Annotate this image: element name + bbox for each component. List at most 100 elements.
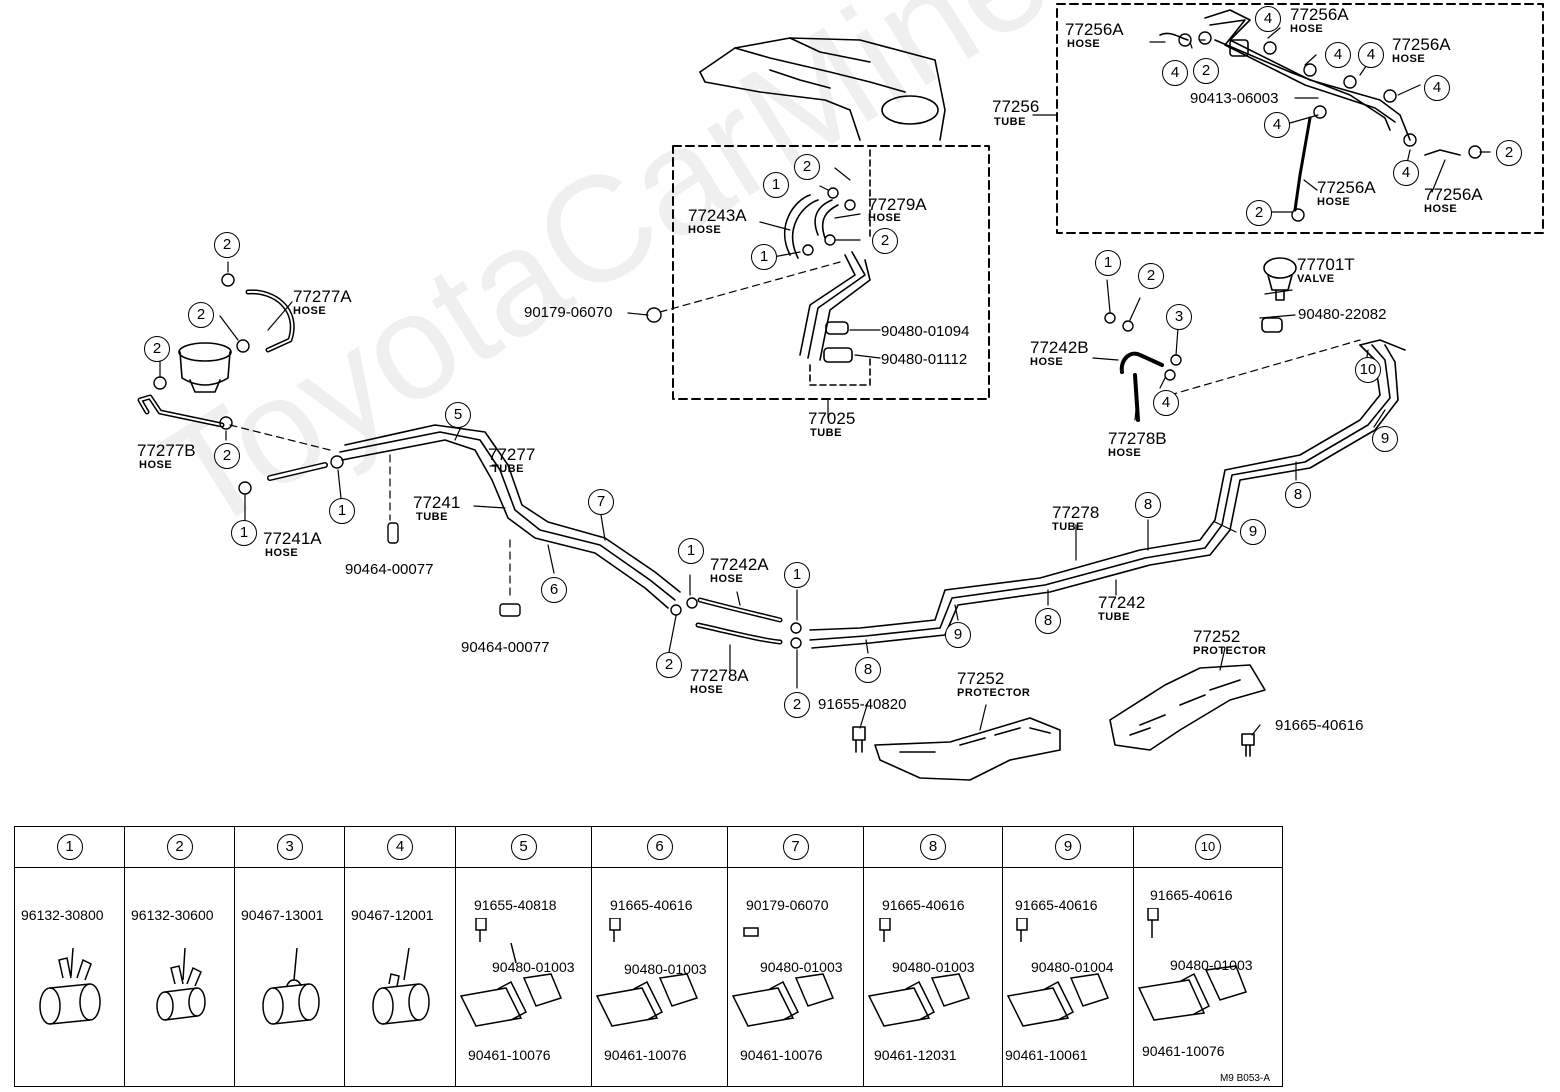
label-77277-type: TUBE <box>492 463 524 475</box>
callout-9: 9 <box>1240 519 1266 545</box>
callout-8: 8 <box>1035 608 1061 634</box>
callout-8: 8 <box>920 834 946 860</box>
label-90179-06070: 90179-06070 <box>524 304 613 321</box>
table-cell-9: 91665-40616 90480-01004 90461-10061 <box>1002 867 1134 1087</box>
hose-clamp-icon <box>262 948 320 1025</box>
label-77242B: 77242B <box>1030 338 1089 357</box>
tube-77025 <box>784 149 871 386</box>
clamp-bracket-icon <box>731 927 835 1027</box>
part-number: 96132-30800 <box>21 907 104 923</box>
label-77242A: 77242A <box>710 555 769 574</box>
label-77278B-type: HOSE <box>1108 447 1142 459</box>
callout-6: 6 <box>646 834 673 860</box>
label-91665-40616: 91665-40616 <box>1275 717 1364 734</box>
label-77252-type: PROTECTOR <box>957 687 1031 699</box>
part-number: 90480-01003 <box>624 961 707 977</box>
callout-2: 2 <box>1138 263 1164 289</box>
label-77242: 77242 <box>1098 593 1146 612</box>
label-90480-01094: 90480-01094 <box>881 323 970 340</box>
label-90464-00077: 90464-00077 <box>461 639 550 656</box>
drawing-code: M9 B053-A <box>1219 1073 1270 1084</box>
label-77278-type: TUBE <box>1052 521 1084 533</box>
bolts <box>852 726 1255 757</box>
label-77256A-type: HOSE <box>1317 196 1351 208</box>
charcoal-canister <box>178 342 232 393</box>
valve-77701T <box>1263 257 1297 301</box>
label-77256A: 77256A <box>1317 178 1376 197</box>
callout-10: 10 <box>1195 834 1221 860</box>
table-header-3: 3 <box>234 826 345 868</box>
callout-1: 1 <box>1095 250 1121 276</box>
callout-4: 4 <box>1255 6 1281 32</box>
label-77256A: 77256A <box>1065 20 1124 39</box>
callout-5: 5 <box>445 402 471 428</box>
label-77242A-type: HOSE <box>710 573 744 585</box>
callout-1: 1 <box>329 498 355 524</box>
part-number: 90461-10061 <box>1005 1047 1088 1063</box>
protector-77252-left <box>874 717 1061 781</box>
label-77277A: 77277A <box>293 287 352 306</box>
callout-1: 1 <box>751 244 777 270</box>
hose-clamp-icon <box>372 948 430 1025</box>
table-cell-7: 90179-06070 90480-01003 90461-10076 <box>727 867 864 1087</box>
callout-4: 4 <box>1264 112 1290 138</box>
table-cell-6: 91665-40616 90480-01003 90461-10076 <box>591 867 728 1087</box>
table-header-10: 10 <box>1133 826 1283 868</box>
callout-4: 4 <box>1325 42 1351 68</box>
label-77256A-type: HOSE <box>1392 53 1426 65</box>
table-header-5: 5 <box>455 826 592 868</box>
part-number: 91665-40616 <box>610 897 693 913</box>
hose-77278B <box>1133 373 1140 422</box>
clamp-bracket-icon <box>1006 918 1110 1027</box>
label-77277B-type: HOSE <box>139 459 173 471</box>
clamp-bracket-icon <box>459 918 563 1027</box>
callout-5: 5 <box>510 834 537 860</box>
callout-4: 4 <box>1153 390 1179 416</box>
callout-3: 3 <box>276 834 303 860</box>
part-number: 96132-30600 <box>131 907 214 923</box>
label-77252: 77252 <box>957 669 1005 688</box>
callout-2: 2 <box>872 228 898 254</box>
label-77243A: 77243A <box>688 206 747 225</box>
fuel-tank-outline <box>699 37 946 141</box>
callout-1: 1 <box>784 562 810 588</box>
clamp-bracket-icon <box>867 918 971 1027</box>
callout-3: 3 <box>1166 304 1192 330</box>
label-77256-type: TUBE <box>994 116 1026 128</box>
label-77256A-type: HOSE <box>1290 23 1324 35</box>
table-header-7: 7 <box>727 826 864 868</box>
protector-77252-right <box>1109 664 1266 751</box>
hose-clamp-icon <box>39 948 101 1025</box>
label-90480-01112: 90480-01112 <box>881 351 968 368</box>
callout-1: 1 <box>231 520 257 546</box>
label-77277: 77277 <box>488 445 536 464</box>
label-77256A: 77256A <box>1392 35 1451 54</box>
callout-8: 8 <box>855 657 881 683</box>
callout-1: 1 <box>56 834 83 860</box>
callout-4: 4 <box>1162 60 1188 86</box>
callout-2: 2 <box>214 232 240 258</box>
callout-6: 6 <box>541 577 567 603</box>
clamp-parts-table: 1 2 3 4 5 6 7 8 9 10 96132-30800 96132-3… <box>14 826 1283 1087</box>
label-77279A: 77279A <box>868 195 927 214</box>
tube-77256 <box>1159 9 1461 212</box>
table-cell-4: 90467-12001 <box>344 867 456 1087</box>
callout-1: 1 <box>678 538 704 564</box>
label-90464-00077: 90464-00077 <box>345 561 434 578</box>
callout-2: 2 <box>144 336 170 362</box>
part-number: 90480-01004 <box>1031 959 1114 975</box>
callout-4: 4 <box>1424 75 1450 101</box>
callout-4: 4 <box>1393 160 1419 186</box>
label-77256A: 77256A <box>1424 185 1483 204</box>
callout-2: 2 <box>784 692 810 718</box>
callout-9: 9 <box>1372 426 1398 452</box>
hose-77242B <box>1119 351 1164 374</box>
callout-2: 2 <box>1193 58 1219 84</box>
table-cell-3: 90467-13001 <box>234 867 345 1087</box>
callout-7: 7 <box>782 834 809 860</box>
label-91655-40820: 91655-40820 <box>818 696 907 713</box>
label-77278: 77278 <box>1052 503 1100 522</box>
part-number: 90461-10076 <box>604 1047 687 1063</box>
part-number: 90467-12001 <box>351 907 434 923</box>
part-number: 91655-40818 <box>474 897 557 913</box>
